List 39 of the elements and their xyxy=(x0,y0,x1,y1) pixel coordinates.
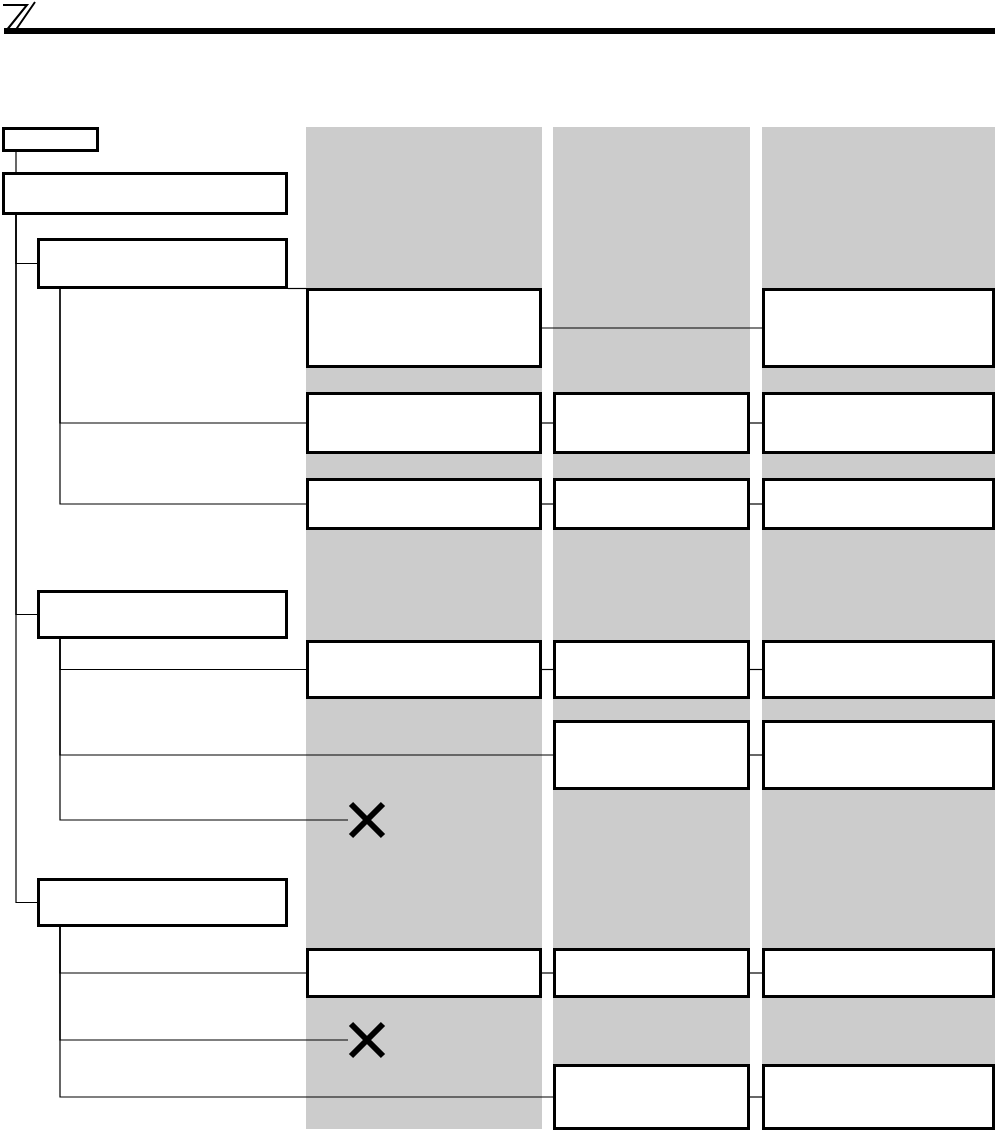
cross-mark xyxy=(348,801,386,839)
empty-box xyxy=(2,127,99,152)
empty-box xyxy=(37,878,288,927)
connector-line xyxy=(59,926,554,1098)
connector-line xyxy=(541,972,554,974)
empty-box xyxy=(762,288,995,368)
connector-line xyxy=(749,1096,763,1098)
empty-box xyxy=(306,640,542,699)
connector-line xyxy=(541,327,763,329)
empty-box xyxy=(762,720,995,790)
empty-box xyxy=(553,948,750,998)
empty-box xyxy=(2,172,288,215)
empty-box xyxy=(553,478,750,530)
empty-box xyxy=(553,392,750,454)
connector-line xyxy=(15,214,38,904)
empty-box xyxy=(762,640,995,699)
connector-line xyxy=(749,422,763,424)
connector-line xyxy=(541,422,554,424)
empty-box xyxy=(37,238,288,289)
connector-line xyxy=(749,972,763,974)
empty-box xyxy=(306,288,542,368)
empty-box xyxy=(37,590,288,639)
connector-line xyxy=(59,288,307,505)
empty-box xyxy=(762,478,995,530)
connector-line xyxy=(749,503,763,505)
empty-box xyxy=(553,640,750,699)
empty-box xyxy=(553,720,750,790)
empty-box xyxy=(553,1064,750,1130)
empty-box xyxy=(762,392,995,454)
empty-box xyxy=(306,948,542,998)
connector-line xyxy=(15,151,17,173)
cross-mark xyxy=(348,1021,386,1059)
empty-box xyxy=(762,948,995,998)
empty-box xyxy=(762,1064,995,1130)
empty-box xyxy=(306,392,542,454)
connector-line xyxy=(749,754,763,756)
connector-line xyxy=(59,638,349,821)
empty-box xyxy=(306,478,542,530)
connector-line xyxy=(541,503,554,505)
